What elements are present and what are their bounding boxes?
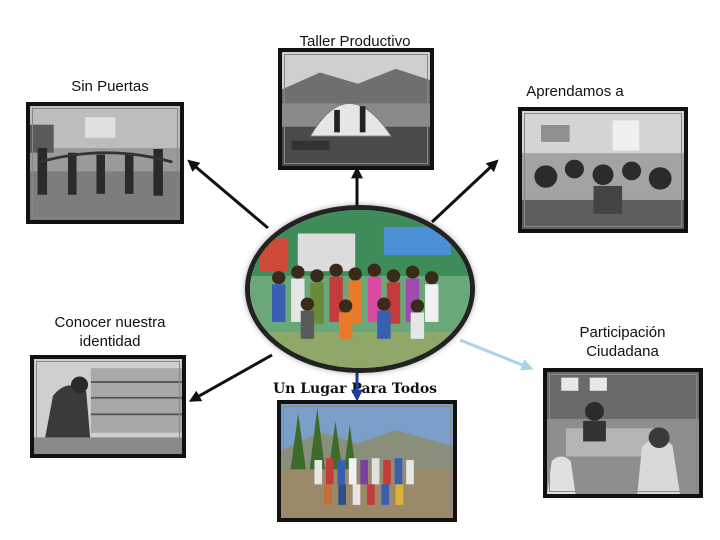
photo-participacion-ciudadana: [543, 368, 703, 498]
label-sin-puertas: Sin Puertas: [71, 78, 149, 95]
photo-sin-puertas: [26, 102, 184, 224]
arrow-to-participacion: [459, 338, 534, 371]
label-conocer-identidad: Conocer nuestra identidad: [54, 314, 166, 350]
photo-taller-productivo: [278, 48, 434, 170]
arrow-to-sin-puertas: [187, 159, 269, 230]
label-aprendamos: Aprendamos a: [526, 83, 624, 100]
label-un-lugar-para-todos: Un Lugar Para Todos: [272, 381, 438, 397]
label-taller-productivo: Taller Productivo: [299, 33, 411, 50]
label-participacion-ciudadana: Participación Ciudadana: [579, 324, 666, 360]
center-oval-photo: [245, 205, 475, 373]
arrow-to-aprendamos: [430, 159, 499, 224]
photo-conocer-identidad: [30, 355, 186, 458]
photo-un-lugar-para-todos: [277, 400, 457, 522]
photo-aprendamos: [518, 107, 688, 233]
arrow-to-conocer: [188, 353, 273, 402]
